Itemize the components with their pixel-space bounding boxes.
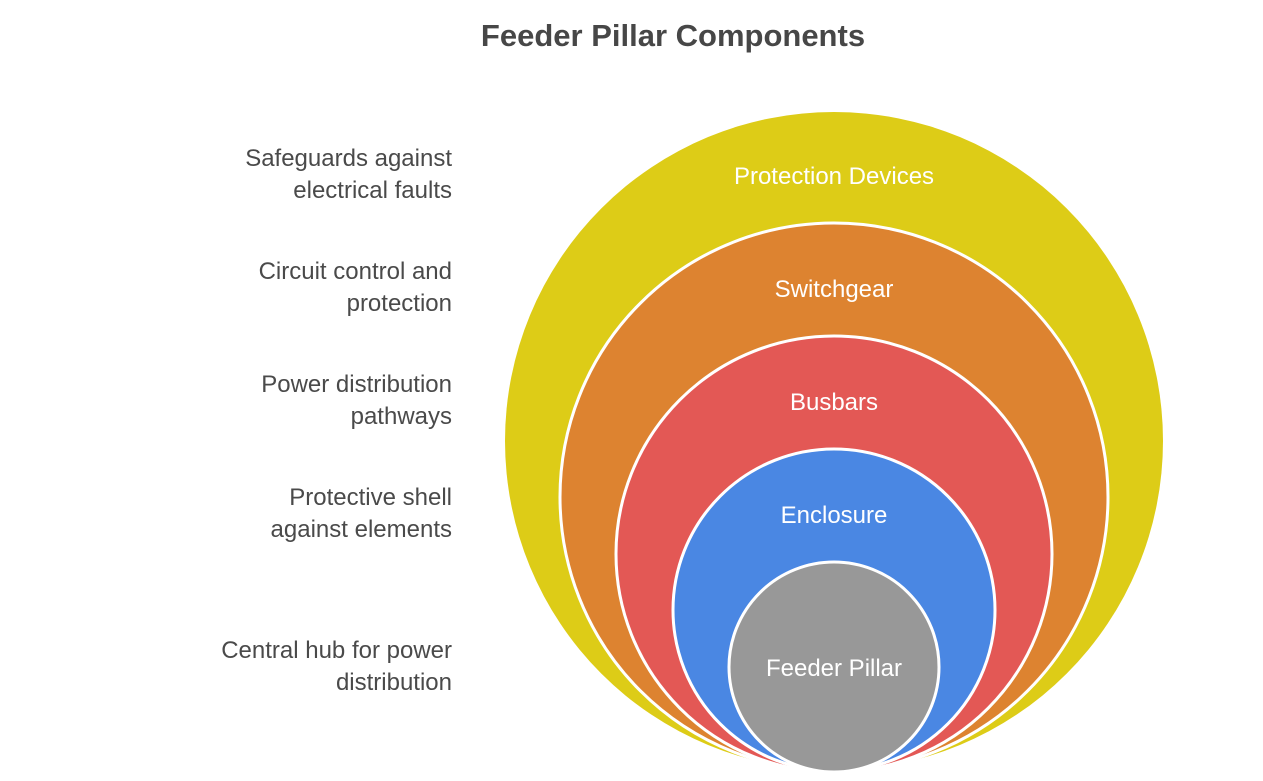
description-line: electrical faults: [293, 177, 452, 204]
label-switchgear: Switchgear: [775, 276, 894, 303]
description-line: Power distribution: [261, 371, 452, 398]
description-line: distribution: [335, 669, 452, 696]
description-protection-devices: Safeguards against electrical faults: [132, 143, 452, 207]
description-line: Safeguards against: [245, 145, 452, 172]
diagram-title: Feeder Pillar Components: [480, 18, 866, 53]
label-feeder-pillar: Feeder Pillar: [766, 655, 902, 682]
description-feeder-pillar: Central hub for power distribution: [132, 635, 452, 699]
description-busbars: Power distribution pathways: [132, 369, 452, 433]
description-switchgear: Circuit control and protection: [132, 256, 452, 320]
description-line: pathways: [350, 403, 452, 430]
description-enclosure: Protective shell against elements: [132, 482, 452, 546]
description-line: Protective shell: [289, 484, 452, 511]
description-line: Central hub for power: [221, 637, 452, 664]
label-busbars: Busbars: [790, 389, 878, 416]
description-line: Circuit control and: [258, 258, 452, 285]
label-enclosure: Enclosure: [781, 502, 888, 529]
circle-feeder-pillar: [727, 560, 941, 774]
description-line: against elements: [270, 516, 452, 543]
description-line: protection: [346, 290, 452, 317]
label-protection-devices: Protection Devices: [734, 163, 934, 190]
